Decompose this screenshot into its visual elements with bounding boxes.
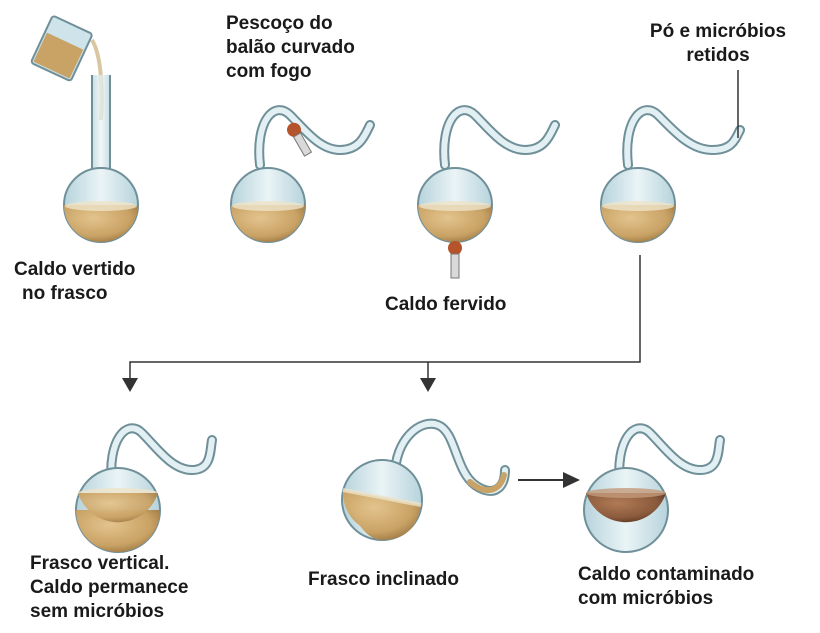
arrow-down-icon bbox=[420, 378, 436, 392]
label-poured: Caldo vertido no frasco bbox=[14, 258, 135, 306]
label-line: com micróbios bbox=[578, 588, 714, 609]
flask-tilted bbox=[341, 418, 510, 541]
label-upright: Frasco vertical. Caldo permanece sem mic… bbox=[30, 552, 188, 624]
label-line: com fogo bbox=[226, 61, 312, 82]
label-line: Caldo permanece bbox=[30, 577, 189, 598]
flask-poured bbox=[30, 15, 139, 243]
label-line: retidos bbox=[686, 45, 750, 66]
label-line: Pó e micróbios bbox=[649, 21, 787, 42]
flow-connector bbox=[129, 255, 641, 380]
burner-icon bbox=[287, 122, 313, 157]
label-line: Caldo contaminado bbox=[578, 564, 755, 585]
label-dust-retained: Pó e micróbios retidos bbox=[628, 20, 808, 68]
label-boiled: Caldo fervido bbox=[385, 293, 506, 317]
label-line: Frasco vertical. bbox=[30, 553, 170, 574]
label-neck-bent: Pescoço do balão curvado com fogo bbox=[226, 12, 355, 84]
label-line: Caldo vertido bbox=[14, 259, 136, 280]
label-contaminated: Caldo contaminado com micróbios bbox=[578, 563, 754, 611]
arrow-down-icon bbox=[122, 378, 138, 392]
arrow-right-icon bbox=[518, 472, 580, 488]
burner-icon bbox=[448, 241, 462, 279]
label-line: no frasco bbox=[22, 283, 108, 304]
flask-upright bbox=[75, 423, 217, 553]
beaker-icon bbox=[30, 15, 93, 82]
flask-boiled bbox=[417, 105, 560, 279]
label-line: Frasco inclinado bbox=[308, 569, 459, 590]
label-line: balão curvado bbox=[226, 37, 355, 58]
label-line: Caldo fervido bbox=[385, 294, 507, 315]
label-line: Pescoço do bbox=[226, 13, 333, 34]
flask-contaminated bbox=[583, 423, 725, 553]
label-line: sem micróbios bbox=[30, 601, 165, 622]
flask-neck-bent bbox=[230, 105, 375, 243]
flask-dust-retained bbox=[600, 70, 745, 243]
label-tilted: Frasco inclinado bbox=[308, 568, 459, 592]
